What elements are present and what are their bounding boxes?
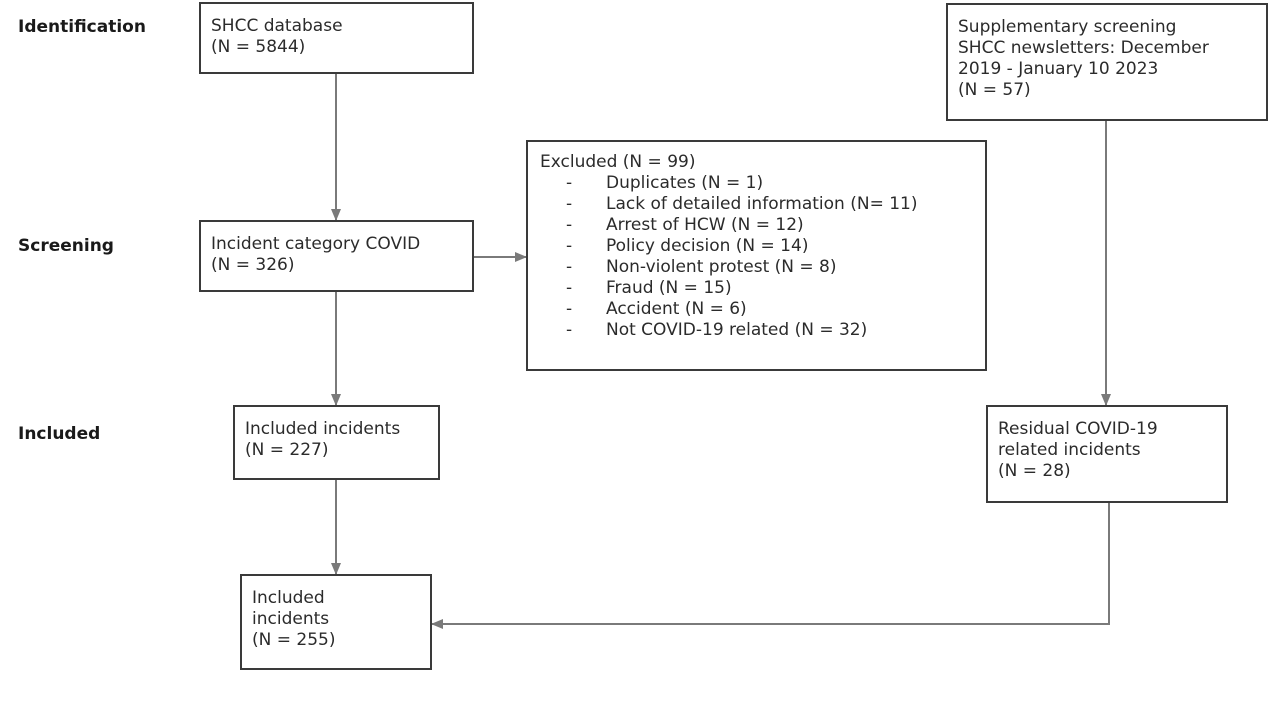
stage-label-included: Included: [18, 424, 101, 444]
incident-category-box: Incident category COVID (N = 326): [199, 220, 474, 292]
stage-label-identification: Identification: [18, 17, 146, 37]
shcc-database-label: SHCC database: [211, 16, 343, 36]
arrow-residual-to-final: [431, 503, 1110, 629]
final-included-line-2: incidents: [252, 609, 330, 629]
included-incidents-box: Included incidents (N = 227): [233, 405, 440, 480]
shcc-database-count: (N = 5844): [211, 37, 306, 57]
supplementary-screening-box: Supplementary screening SHCC newsletters…: [946, 3, 1268, 121]
excluded-item: -Not COVID-19 related (N = 32): [566, 320, 868, 340]
residual-incidents-box: Residual COVID-19 related incidents (N =…: [986, 405, 1228, 503]
stage-label-screening: Screening: [18, 236, 114, 256]
supplementary-line-1: Supplementary screening: [958, 17, 1177, 37]
incident-category-label: Incident category COVID: [211, 234, 421, 254]
residual-line-2: related incidents: [998, 440, 1141, 460]
excluded-item: -Duplicates (N = 1): [566, 173, 764, 193]
included-incidents-label: Included incidents: [245, 419, 401, 439]
excluded-item: -Non-violent protest (N = 8): [566, 257, 837, 277]
excluded-item: -Lack of detailed information (N= 11): [566, 194, 918, 214]
supplementary-line-2: SHCC newsletters: December: [958, 38, 1209, 58]
incident-category-count: (N = 326): [211, 255, 295, 275]
final-included-count: (N = 255): [252, 630, 336, 650]
excluded-item: -Policy decision (N = 14): [566, 236, 809, 256]
excluded-title: Excluded (N = 99): [540, 152, 696, 172]
included-incidents-count: (N = 227): [245, 440, 329, 460]
residual-line-1: Residual COVID-19: [998, 419, 1158, 439]
final-included-line-1: Included: [252, 588, 325, 608]
supplementary-line-3: 2019 - January 10 2023: [958, 59, 1159, 79]
shcc-database-box: SHCC database (N = 5844): [199, 2, 474, 74]
excluded-item: -Accident (N = 6): [566, 299, 747, 319]
excluded-item: -Arrest of HCW (N = 12): [566, 215, 804, 235]
final-included-box: Included incidents (N = 255): [240, 574, 432, 670]
excluded-item: -Fraud (N = 15): [566, 278, 732, 298]
excluded-box: Excluded (N = 99) -Duplicates (N = 1) -L…: [526, 140, 987, 371]
supplementary-count: (N = 57): [958, 80, 1031, 100]
residual-count: (N = 28): [998, 461, 1071, 481]
